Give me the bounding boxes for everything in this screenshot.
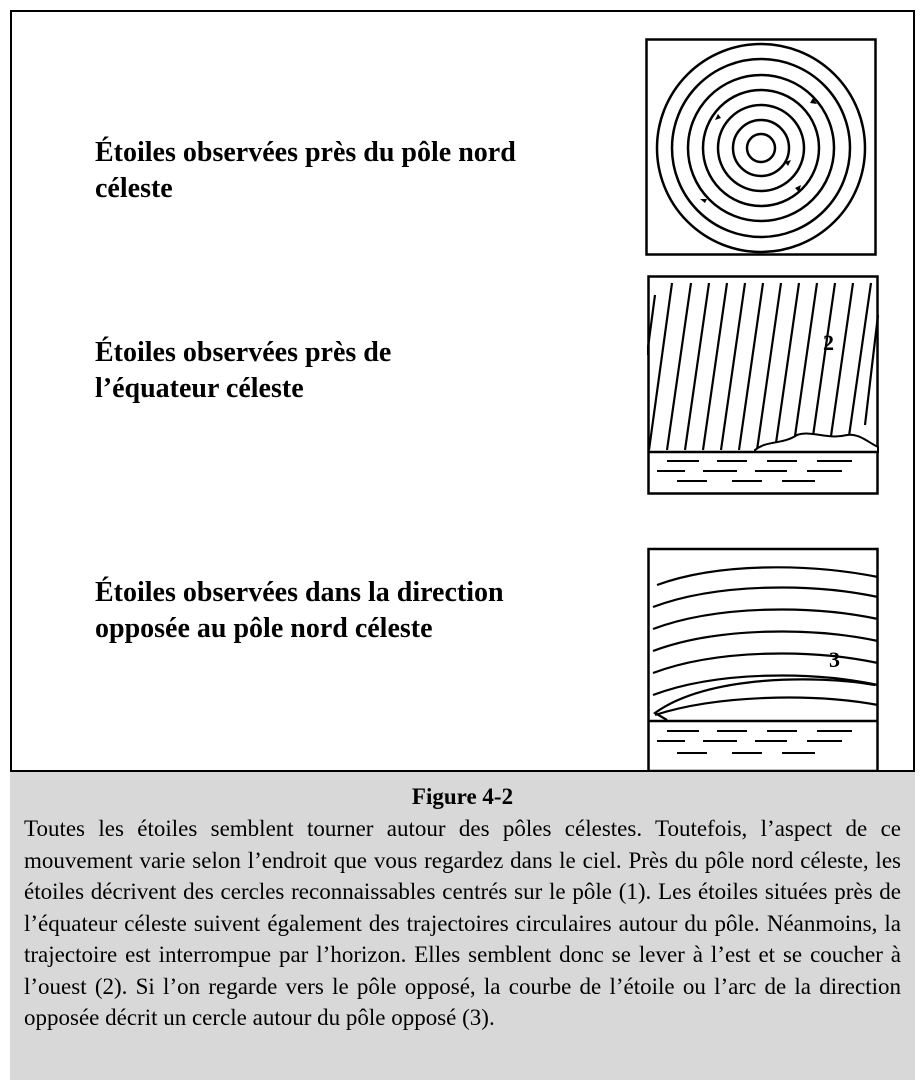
caption-text: Toutes les étoiles semblent tourner auto… [24, 816, 901, 1030]
panel-1-label: Étoiles observées près du pôle nord céle… [95, 137, 516, 204]
trail-number-2: 2 [823, 330, 834, 355]
panel-3-label: Étoiles observées dans la direction oppo… [95, 577, 504, 644]
figure-caption: Figure 4-2 Toutes les étoiles semblent t… [10, 770, 915, 1080]
north-pole-star-trails-diagram [645, 38, 877, 256]
opposite-pole-star-trails-diagram: 3 [647, 545, 879, 775]
equator-star-trails-diagram: 2 [647, 275, 879, 495]
figure-panels: Étoiles observées près du pôle nord céle… [10, 10, 915, 775]
caption-title: Figure 4-2 [411, 784, 514, 809]
panel-2-label: Étoiles observées près de l’équateur cél… [95, 337, 392, 404]
trail-number-3: 3 [829, 647, 840, 672]
